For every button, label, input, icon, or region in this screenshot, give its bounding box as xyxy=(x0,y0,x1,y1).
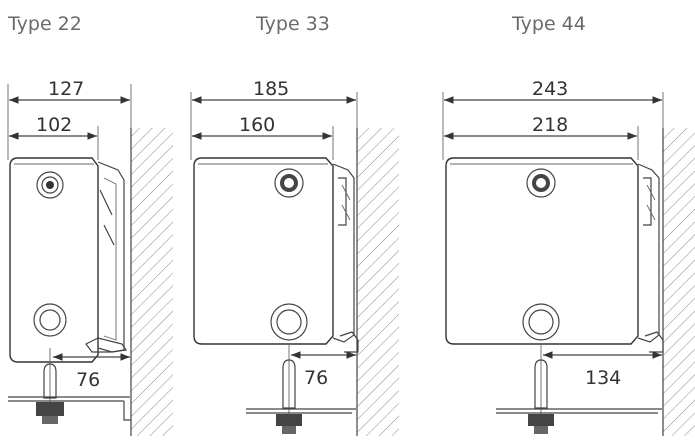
connection-bottom xyxy=(522,303,560,341)
panel-type-22: Type 22 127 102 76 xyxy=(7,13,173,436)
dim-overall-44: 243 xyxy=(532,78,568,100)
panel-type-33: Type 33 185 160 76 xyxy=(190,13,399,436)
valve-top-inner xyxy=(41,176,59,194)
dim-overall-33: 185 xyxy=(253,78,289,100)
wall-bracket xyxy=(332,163,355,343)
pipe-nut xyxy=(276,414,302,426)
panel-type-44: Type 44 243 218 134 xyxy=(442,13,695,436)
connection-bottom xyxy=(270,303,308,341)
valve-top-hole xyxy=(536,178,546,188)
bracket-clip xyxy=(338,177,347,226)
dim-overall-22: 127 xyxy=(48,78,84,100)
plate-bend xyxy=(123,401,131,421)
pipe-stub xyxy=(534,426,548,434)
valve-top xyxy=(36,171,64,199)
wall-hatch xyxy=(663,128,695,436)
wall-hatch xyxy=(131,128,173,436)
connection-bottom-inner xyxy=(528,309,554,335)
valve-top xyxy=(526,168,556,198)
dim-wall-33: 76 xyxy=(304,367,328,389)
pipe-nut xyxy=(528,414,554,426)
pipe-nut xyxy=(36,402,64,416)
radiator-body xyxy=(193,157,334,345)
bracket-clip xyxy=(99,189,115,246)
wall-bracket xyxy=(637,163,660,343)
type-33-label: Type 33 xyxy=(255,13,330,35)
type-44-label: Type 44 xyxy=(511,13,586,35)
dim-inner-33: 160 xyxy=(239,114,275,136)
dim-wall-22: 76 xyxy=(76,369,100,391)
pipe-stub xyxy=(42,416,58,424)
bracket-clip xyxy=(341,184,351,221)
valve-top-hole xyxy=(284,178,294,188)
connection-bottom-inner xyxy=(39,309,61,331)
connection-bottom-inner xyxy=(276,309,302,335)
bracket-foot xyxy=(644,331,664,353)
valve-top xyxy=(274,168,304,198)
bracket-foot xyxy=(85,337,128,353)
pipe-stub xyxy=(282,426,296,434)
dim-wall-44: 134 xyxy=(585,367,621,389)
radiator-body xyxy=(9,157,99,363)
connection-bottom xyxy=(33,303,67,337)
type-22-label: Type 22 xyxy=(7,13,82,35)
bracket-clip xyxy=(643,177,652,226)
dim-inner-22: 102 xyxy=(36,114,72,136)
radiator-body xyxy=(445,157,639,345)
wall-hatch xyxy=(357,128,399,436)
floor-pipe xyxy=(282,359,296,409)
floor-pipe xyxy=(43,363,57,399)
bracket-clip xyxy=(646,184,656,221)
wall-bracket xyxy=(97,161,125,353)
valve-top-core xyxy=(46,181,54,189)
dim-inner-44: 218 xyxy=(532,114,568,136)
bracket-inner xyxy=(103,177,117,341)
floor-pipe xyxy=(534,359,548,409)
